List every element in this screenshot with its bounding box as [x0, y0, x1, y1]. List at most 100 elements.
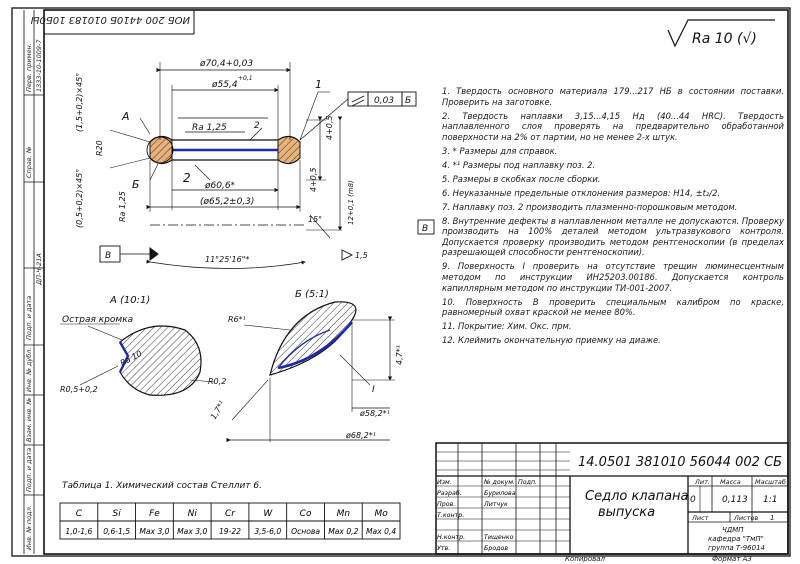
chem-value-2: Max 3,0	[139, 527, 169, 536]
chem-header-1: Si	[113, 509, 122, 519]
dim-chamfer-top: (1,5+0,2)×45°	[75, 73, 84, 132]
ang-15: 15°	[308, 215, 322, 224]
rotated-code: ИОБ 200 4410Б 010183 10Б0Ы	[31, 14, 190, 25]
chem-table-grid	[59, 502, 401, 540]
detail-a	[60, 323, 216, 396]
org-line-3: группа Т-96014	[708, 544, 765, 552]
side-label-perv: Перв. примен.	[25, 43, 33, 92]
detail-b	[226, 301, 395, 443]
note-item: 11. Покрытие: Хим. Окс. прм.	[442, 321, 572, 332]
side-label-sprav: Справ. №	[25, 146, 33, 178]
note-item: 5. Размеры в скобках после сборки.	[442, 173, 601, 184]
detail-a-r02: R0,2	[208, 377, 226, 386]
chem-value-4: 19-22	[219, 527, 241, 536]
tb-row-role: Пров.	[437, 501, 455, 508]
ra125-top: Ra 1,25	[192, 123, 227, 133]
chem-header-3: Ni	[188, 509, 198, 519]
scale-label: Масштаб	[755, 478, 786, 486]
dim-d55: ø55,4	[211, 80, 238, 90]
chem-header-8: Mo	[374, 509, 388, 519]
detail-a-title: А (10:1)	[109, 295, 150, 306]
chem-value-8: Max 0,4	[366, 527, 396, 536]
dim-4: 4+0,5	[325, 115, 334, 140]
chem-header-2: Fe	[149, 509, 160, 519]
datum-v: В	[105, 251, 111, 261]
detail-b-pos-i: I	[372, 385, 375, 395]
chem-value-3: Max 3,0	[177, 527, 207, 536]
letter-b: Б	[132, 178, 140, 191]
dim-d60: ø60,6*	[204, 181, 236, 191]
org-line-2: кафедра "ТмП"	[708, 535, 764, 543]
lit-value: 0	[690, 495, 696, 505]
inner-frame	[43, 9, 789, 555]
chem-header-7: Mn	[337, 509, 351, 519]
frame	[11, 7, 791, 557]
ang-11: 11°25'16"*	[205, 255, 249, 264]
sheets-value: 1	[770, 514, 774, 522]
side-strip	[23, 10, 44, 554]
chem-header-5: W	[263, 509, 273, 519]
side-label-inv-dubl: Инв. № дубл.	[25, 348, 33, 392]
chem-header-0: C	[76, 509, 83, 519]
note-item: 8. Внутренние дефекты в наплавленном мет…	[442, 215, 785, 258]
detail-a-r05: R0,5+0,2	[60, 385, 98, 394]
table-caption: Таблица 1. Химический состав Стеллит 6.	[62, 481, 262, 491]
side-label-podp1: Подп. и дата	[25, 296, 33, 340]
chem-value-0: 1,0-1,6	[65, 527, 92, 536]
pos-1: 1	[315, 78, 322, 91]
side-value-inv: ДП-Ч-21А	[35, 253, 43, 286]
tol-value: 0,03	[374, 96, 394, 106]
tb-row-name: Литчук	[483, 501, 508, 508]
note-item: 6. Неуказанные предельные отклонения раз…	[442, 187, 721, 198]
detail-b-d682: ø68,2*¹	[345, 431, 376, 440]
ra125-left: Ra 1,25	[118, 191, 127, 222]
note-item: 10. Поверхность В проверить специальным …	[442, 296, 784, 318]
dim-chamfer-bot: (0,5+0,2)×45°	[75, 169, 84, 228]
tb-row-name: Бродов	[484, 545, 508, 552]
lit-label: Лит.	[694, 478, 710, 486]
tol-datum: Б	[405, 96, 411, 106]
tb-row-name: Тищенко	[484, 534, 514, 541]
note-item: 7. Наплавку поз. 2 производить плазменно…	[442, 201, 738, 212]
detail-b-h47: 4,7*¹	[395, 345, 404, 365]
dim-45: 4+0,5	[309, 167, 318, 192]
tb-row-sign: № докум.	[483, 479, 515, 486]
note-item: 3. * Размеры для справок.	[442, 145, 558, 156]
detail-b-r6: R6*¹	[228, 315, 246, 324]
tb-row-role: Т.контр.	[437, 512, 464, 519]
part-name-1: Седло клапана	[585, 489, 689, 504]
pos-2-top: 2	[254, 121, 260, 131]
tb-row-role: Разраб.	[437, 489, 462, 497]
mass-value: 0,113	[722, 495, 748, 505]
chem-header-4: Cr	[225, 509, 236, 519]
dim-15: 1,5	[355, 251, 368, 260]
side-label-vzam: Взам. инв. №	[25, 398, 33, 442]
side-label-podp2: Подп. и дата	[25, 448, 33, 492]
chem-value-7: Max 0,2	[328, 527, 358, 536]
roughness-sign: Ra 10 (√)	[667, 19, 775, 48]
note-item: 12. Клеймить окончательную приемку на ди…	[442, 335, 661, 346]
mass-label: Масса	[720, 478, 741, 486]
svg-text:Ra 10 (√): Ra 10 (√)	[692, 31, 757, 47]
pos-2: 2	[183, 171, 191, 185]
dim-d55-tol: +0,1	[238, 75, 253, 82]
scale-value: 1:1	[763, 495, 777, 505]
part-name-2: выпуска	[598, 505, 655, 520]
sheets-label: Листов	[733, 514, 758, 522]
side-label-inv-podl: Инв. № подл.	[25, 505, 33, 550]
note-item: 1. Твердость основного материала 179...2…	[442, 86, 784, 107]
detail-b-title: Б (5:1)	[295, 289, 329, 300]
tb-row-role: Утв.	[437, 545, 450, 552]
datum-v2: В	[422, 224, 428, 234]
letter-a: А	[121, 110, 130, 123]
tb-row-role: Изм.	[437, 479, 452, 486]
doc-number: 14.0501 381010 56044 002 СБ	[578, 455, 782, 470]
sheet-label: Лист	[691, 514, 709, 522]
tb-row-name: Бурилова	[484, 490, 516, 497]
dim-d65: (ø65,2±0,3)	[200, 197, 254, 207]
dim-r20: R20	[95, 140, 104, 156]
org-line-1: ЧДМП	[722, 526, 744, 534]
note-item: 4. *¹ Размеры под наплавку поз. 2.	[442, 159, 596, 170]
chem-value-5: 3,5-6,0	[254, 527, 281, 536]
